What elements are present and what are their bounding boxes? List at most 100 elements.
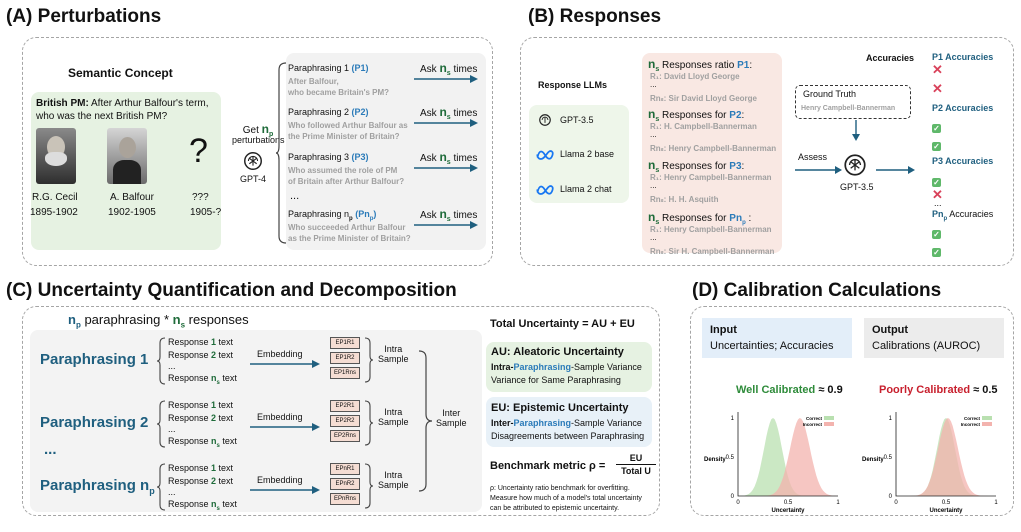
brace-intra — [364, 400, 374, 446]
response-dots: ... — [650, 181, 657, 190]
embedding-label: Embedding — [257, 349, 303, 359]
ask-arrow — [414, 164, 478, 172]
response-llms-title: Response LLMs — [538, 80, 608, 90]
embedding-box: EPnR2 — [330, 478, 360, 490]
brace-responses — [156, 463, 166, 511]
question: British PM: After Arthur Balfour's term,… — [36, 98, 209, 122]
response-2-text: Response 2 text — [168, 350, 234, 360]
y-tick-label: 0.5 — [726, 455, 735, 461]
accuracy-label: P3 Accuracies — [932, 156, 994, 166]
gpt35-judge-label: GPT-3.5 — [840, 182, 874, 192]
embedding-box: EP2R2 — [330, 415, 360, 427]
cecil-years: 1895-1902 — [30, 207, 78, 218]
legend-swatch — [982, 416, 992, 420]
get-np-label: Get np — [242, 122, 274, 138]
legend-swatch — [982, 422, 992, 426]
legend-label: Correct — [964, 416, 981, 421]
balfour-years: 1902-1905 — [108, 207, 156, 218]
check-icon: ✓ — [932, 178, 941, 187]
panel-a-title: (A) Perturbations — [6, 6, 162, 27]
y-tick-label: 0 — [889, 494, 893, 500]
ask-arrow — [414, 75, 478, 83]
total-uncertainty: Total Uncertainty = AU + EU — [490, 318, 635, 330]
well-calibrated-label: Well Calibrated ≈ 0.9 — [736, 384, 843, 396]
response-last: Rnₛ: H. H. Asquith — [650, 195, 719, 204]
responses-header: ns Responses ratio P1: — [648, 57, 753, 73]
panel-a-frame — [22, 37, 493, 266]
embedding-box: EPnR1 — [330, 463, 360, 475]
embedding-arrow — [250, 360, 320, 368]
au-box — [486, 342, 652, 392]
paraphrasing-row-label: Paraphrasing 1 — [40, 351, 149, 368]
response-ns-text: Response ns text — [168, 373, 237, 386]
arrow-to-acc — [876, 166, 915, 174]
density-incorrect — [896, 418, 996, 496]
response-dots: ... — [650, 80, 657, 89]
embedding-box: EP2R1 — [330, 400, 360, 412]
eu-line1: Inter-Paraphrasing-Sample Variance — [491, 418, 642, 428]
paraphrase-label: Paraphrasing 2 (P2) — [288, 107, 369, 117]
embedding-arrow — [250, 486, 320, 494]
eu-title: EU: Epistemic Uncertainty — [491, 402, 629, 414]
density-correct — [738, 418, 838, 496]
embedding-label: Embedding — [257, 412, 303, 422]
response-2-text: Response 2 text — [168, 476, 234, 486]
ground-truth-label: Ground Truth — [803, 89, 857, 99]
gpt4-label: GPT-4 — [240, 174, 267, 184]
check-icon: ✓ — [932, 248, 941, 257]
brace-intra — [364, 463, 374, 509]
assess-label: Assess — [798, 152, 828, 162]
plot-axes — [737, 412, 838, 497]
embedding-arrow — [250, 423, 320, 431]
arrow-gt-down — [852, 120, 860, 141]
y-tick-label: 1 — [731, 416, 735, 422]
acc-dots: ... — [934, 198, 942, 208]
llm-gpt35: GPT-3.5 — [560, 115, 594, 125]
responses-header: ns Responses for P3: — [648, 158, 745, 174]
eu-line2: Disagreements between Paraphrasing — [491, 431, 645, 441]
perturbations-label: perturbations — [232, 135, 285, 145]
response-last: Rnₛ: Sir David Lloyd George — [650, 94, 757, 103]
y-tick-label: 0 — [731, 494, 735, 500]
output-title: Output — [872, 324, 909, 336]
response-first: R₁: Henry Campbell-Bannerman — [650, 225, 772, 234]
response-1-text: Response 1 text — [168, 337, 234, 347]
poorly-calibrated-label: Poorly Calibrated ≈ 0.5 — [879, 384, 998, 396]
response-dots: ... — [168, 361, 176, 371]
openai-gpt35-icon — [844, 154, 866, 176]
y-tick-label: 0.5 — [884, 455, 893, 461]
response-first: R₁: H. Campbell-Bannerman — [650, 122, 757, 131]
x-tick-label: 0 — [736, 500, 740, 506]
x-axis-label: Uncertainty — [771, 508, 805, 514]
embedding-box: EPnRns — [330, 493, 360, 505]
paraphrase-label: Paraphrasing 3 (P3) — [288, 152, 369, 162]
unknown-qmark: ? — [189, 132, 208, 170]
llm-llama-chat: Llama 2 chat — [560, 184, 612, 194]
ask-arrow — [414, 221, 478, 229]
brace-responses — [156, 337, 166, 385]
plot-axes — [895, 412, 996, 497]
semantic-concept-title: Semantic Concept — [68, 66, 173, 80]
panel-b-frame — [520, 37, 1014, 266]
portrait-balfour-image — [107, 128, 147, 184]
arrow-assess — [795, 166, 842, 174]
response-first: R₁: Henry Campbell-Bannerman — [650, 173, 772, 182]
ground-truth-box — [795, 85, 911, 119]
response-last: Rnₛ: Sir H. Campbell-Bannerman — [650, 247, 775, 256]
para-dots: ... — [290, 190, 300, 202]
x-tick-label: 0 — [894, 500, 898, 506]
benchmark-metric: Benchmark metric ρ = — [490, 460, 606, 472]
llms-box — [529, 105, 629, 203]
paraphrase-text: After Balfour,who became Britain's PM? — [288, 77, 390, 97]
responses-box — [642, 53, 782, 253]
openai-icon — [539, 114, 551, 126]
response-2-text: Response 2 text — [168, 413, 234, 423]
responses-header: ns Responses for P2: — [648, 107, 745, 123]
ask-ns-times: Ask ns times — [420, 150, 478, 166]
